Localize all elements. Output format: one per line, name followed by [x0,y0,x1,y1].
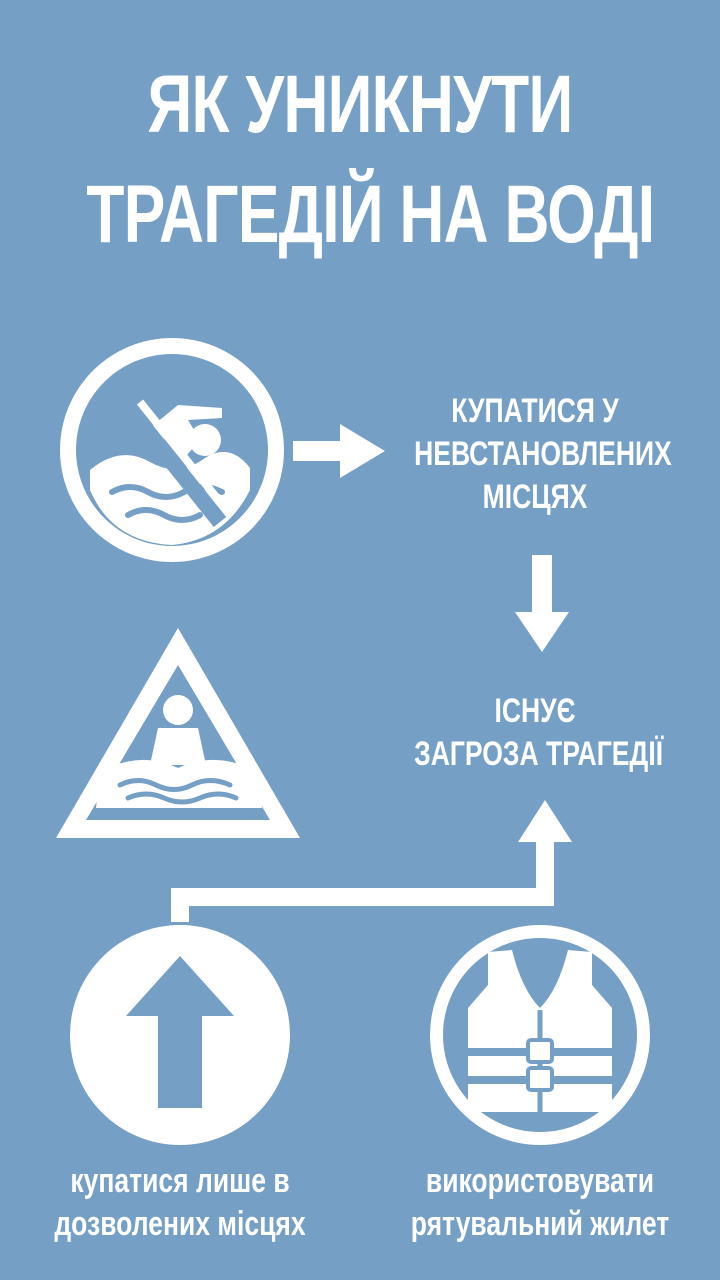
arrow-up-sign-icon [70,925,290,1145]
caption-vest-line-2: рятувальний жилет [410,1205,670,1243]
arrow-down-icon [515,555,569,652]
caption-risk-line-1: КУПАТИСЯ У [451,392,619,430]
caption-risk-line-3: МІСЦЯХ [482,478,588,516]
connector-arrow [171,800,572,922]
title-line-1: ЯК УНИКНУТИ [147,59,573,150]
caption-vest-line-1: використовувати [425,1162,655,1200]
life-vest-icon [430,925,650,1145]
caption-allowed-line-2: дозволених місцях [54,1205,306,1243]
caption-risk-line-2: НЕВСТАНОВЛЕНИХ [414,435,672,473]
caption-danger-line-2: ЗАГРОЗА ТРАГЕДІЇ [414,735,664,773]
caption-danger: ІСНУЄ ЗАГРОЗА ТРАГЕДІЇ [414,690,664,776]
title-line-2: ТРАГЕДІЙ НА ВОДІ [86,169,655,260]
caption-life-vest: використовувати рятувальний жилет [400,1160,681,1246]
no-swimming-icon [60,338,284,562]
caption-danger-line-1: ІСНУЄ [494,692,576,730]
caption-risk: КУПАТИСЯ У НЕВСТАНОВЛЕНИХ МІСЦЯХ [414,390,672,519]
caption-allowed-line-1: купатися лише в [70,1162,290,1200]
arrow-right-icon [293,424,385,478]
caption-allowed-places: купатися лише в дозволених місцях [40,1160,321,1246]
drowning-warning-icon [56,628,300,838]
